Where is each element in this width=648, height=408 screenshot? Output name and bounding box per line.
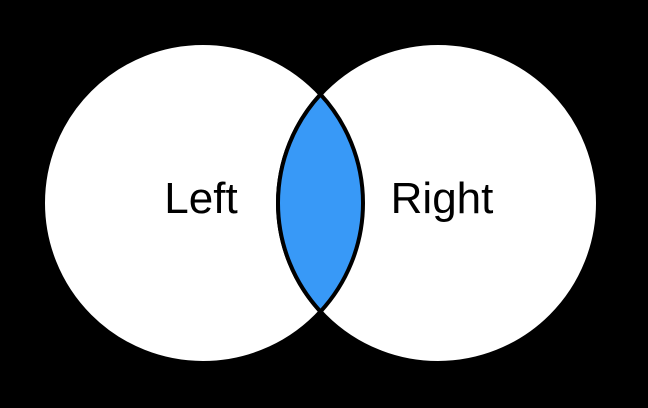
venn-intersection bbox=[276, 91, 365, 315]
venn-label-left: Left bbox=[164, 174, 237, 223]
venn-label-right: Right bbox=[391, 174, 494, 223]
